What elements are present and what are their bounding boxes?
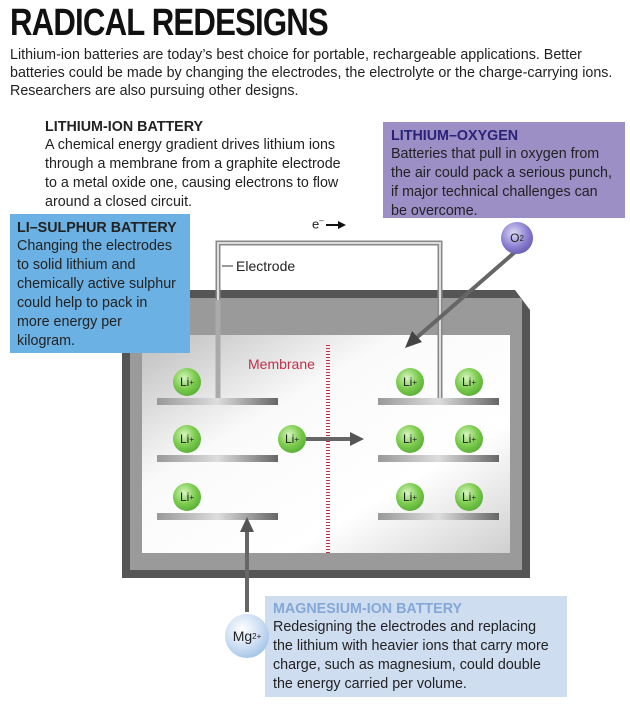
li-symbol: Li xyxy=(461,375,472,389)
electrode-label: Electrode xyxy=(236,258,296,274)
li-charge: + xyxy=(294,434,299,444)
li-charge: + xyxy=(412,492,417,502)
electron-symbol: e xyxy=(312,216,320,232)
lithium-ion: Li+ xyxy=(396,483,424,511)
li-symbol: Li xyxy=(284,432,295,446)
mg-arrow xyxy=(240,517,254,612)
magnesium-title: MAGNESIUM-ION BATTERY xyxy=(273,601,463,617)
o2-arrow xyxy=(405,250,517,348)
electron-charge: – xyxy=(319,216,324,225)
lithium-ion: Li+ xyxy=(455,425,483,453)
li-charge: + xyxy=(189,492,194,502)
li-charge: + xyxy=(471,377,476,387)
lithium-ion-title: LITHIUM-ION BATTERY xyxy=(45,119,204,135)
lithium-ion: Li+ xyxy=(173,483,201,511)
lithium-ion: Li+ xyxy=(396,368,424,396)
li-symbol: Li xyxy=(461,432,472,446)
lithium-ion: Li+ xyxy=(455,368,483,396)
li-charge: + xyxy=(412,434,417,444)
li-charge: + xyxy=(471,492,476,502)
magnesium-ion-box: MAGNESIUM-ION BATTERY Redesigning the el… xyxy=(265,596,567,697)
lithium-oxygen-box: LITHIUM–OXYGEN Batteries that pull in ox… xyxy=(383,122,625,219)
li-symbol: Li xyxy=(179,375,190,389)
page-title: RADICAL REDESIGNS xyxy=(10,2,329,44)
left-electrode-plates xyxy=(157,398,278,520)
magnesium-body: Redesigning the electrodes and replacing… xyxy=(273,619,549,692)
li-symbol: Li xyxy=(179,490,190,504)
membrane-label: Membrane xyxy=(248,356,315,372)
lithium-ion: Li+ xyxy=(173,425,201,453)
lithium-ion-body: A chemical energy gradient drives lithiu… xyxy=(45,137,341,210)
intro-text: Lithium-ion batteries are today’s best c… xyxy=(10,47,613,99)
right-electrode-plates xyxy=(378,398,499,520)
li-sulphur-title: LI–SULPHUR BATTERY xyxy=(17,220,177,236)
ion-flow-arrow xyxy=(306,432,364,446)
lithium-ion: Li+ xyxy=(396,425,424,453)
li-symbol: Li xyxy=(179,432,190,446)
electron-arrow xyxy=(326,221,346,229)
mg-charge: 2+ xyxy=(252,631,262,641)
o-subscript: 2 xyxy=(519,233,524,243)
li-charge: + xyxy=(189,377,194,387)
li-sulphur-box: LI–SULPHUR BATTERY Changing the electrod… xyxy=(10,214,190,353)
lithium-ion-block: LITHIUM-ION BATTERY A chemical energy gr… xyxy=(45,119,345,212)
li-symbol: Li xyxy=(461,490,472,504)
lithium-oxygen-title: LITHIUM–OXYGEN xyxy=(391,128,519,144)
li-symbol: Li xyxy=(402,432,413,446)
li-symbol: Li xyxy=(402,375,413,389)
lithium-ion: Li+ xyxy=(455,483,483,511)
li-sulphur-body: Changing the electrodes to solid lithium… xyxy=(17,238,176,349)
li-charge: + xyxy=(471,434,476,444)
li-charge: + xyxy=(412,377,417,387)
mg-symbol: Mg xyxy=(232,628,253,644)
li-charge: + xyxy=(189,434,194,444)
lithium-ion: Li+ xyxy=(173,368,201,396)
o-symbol: O xyxy=(510,231,520,245)
lithium-oxygen-body: Batteries that pull in oxygen from the a… xyxy=(391,146,612,219)
moving-lithium-ion: Li+ xyxy=(278,425,306,453)
li-symbol: Li xyxy=(402,490,413,504)
electron-label: e– xyxy=(312,216,324,231)
